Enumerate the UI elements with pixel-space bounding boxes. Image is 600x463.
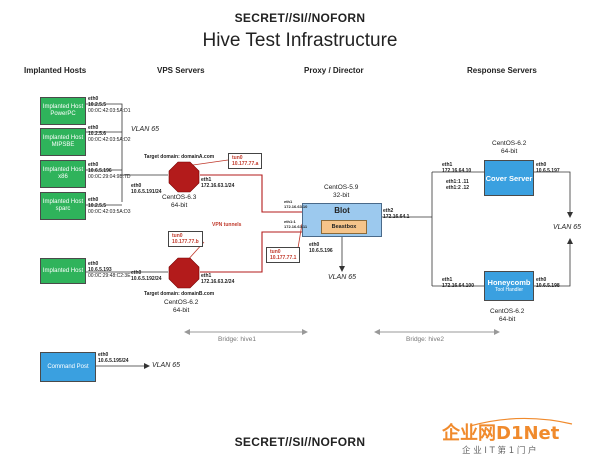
- vlan-arrow-down: [567, 212, 573, 218]
- diagram-title: Hive Test Infrastructure: [202, 30, 398, 51]
- vlan-label-hosts: VLAN 65: [131, 126, 160, 133]
- vps1-octagon: [168, 161, 200, 193]
- command-post-box: Command Post: [40, 352, 96, 382]
- vlan-arrow-up: [567, 238, 573, 244]
- blot-vlan-arrow: [339, 266, 345, 272]
- watermark-tagline: 企 业 I T 第 1 门 户: [462, 446, 537, 456]
- vlan-label-blot: VLAN 65: [328, 274, 357, 281]
- column-header-proxy: Proxy / Director: [304, 66, 364, 75]
- bridge-hive1-arrow-right: [302, 329, 308, 335]
- implanted-host-sparc: Implanted Host sparc: [40, 192, 86, 220]
- honeycomb-box: Honeycomb Tool Handler: [484, 271, 534, 301]
- response-vlan-lines: [534, 171, 571, 287]
- vps1-to-blot-link: [200, 174, 302, 213]
- blot-label: Blot: [334, 206, 350, 215]
- blot-to-response-bus: [382, 171, 484, 287]
- host-bus-top: [86, 103, 123, 206]
- command-post-arrow: [144, 363, 150, 369]
- implanted-host-powerpc: Implanted Host PowerPC: [40, 97, 86, 125]
- column-header-response: Response Servers: [467, 66, 537, 75]
- bridge-hive2-arrow-left: [374, 329, 380, 335]
- bridge-hive2-label: Bridge: hive2: [406, 336, 444, 343]
- watermark-logo: 企业网D1Net: [442, 423, 560, 444]
- vlan-label-response: VLAN 65: [553, 224, 582, 231]
- vps2-octagon: [168, 257, 200, 289]
- classification-banner-bottom: SECRET//SI//NOFORN: [234, 435, 366, 449]
- watermark-swoosh: [469, 417, 573, 427]
- bridge-hive2-arrow-right: [494, 329, 500, 335]
- vpn-tunnels-label: VPN tunnels: [212, 222, 242, 228]
- implanted-host-x86: Implanted Host x86: [40, 160, 86, 188]
- vps2-target-domain: Target domain: domainB.com: [144, 291, 215, 297]
- implanted-host-mipsbe: Implanted Host MIPSBE: [40, 128, 86, 156]
- bridge-hive1-label: Bridge: hive1: [218, 336, 256, 343]
- column-header-hosts: Implanted Hosts: [24, 66, 87, 75]
- blot-server-box: Blot Beastbox: [302, 203, 382, 237]
- honeycomb-sublabel: Tool Handler: [494, 287, 524, 293]
- vps2-to-blot-link: [200, 231, 302, 273]
- beastbox-box: Beastbox: [321, 220, 367, 234]
- implanted-host-5: Implanted Host: [40, 258, 86, 284]
- vps1-target-domain: Target domain: domainA.com: [144, 154, 215, 160]
- tun-connector-blot: [297, 223, 303, 249]
- classification-banner-top: SECRET//SI//NOFORN: [234, 11, 366, 25]
- column-header-vps: VPS Servers: [157, 66, 205, 75]
- bridge-hive1-arrow-left: [184, 329, 190, 335]
- vlan-label-command-post: VLAN 65: [152, 362, 181, 369]
- cover-server-box: Cover Server: [484, 160, 534, 196]
- honeycomb-label: Honeycomb: [487, 278, 531, 287]
